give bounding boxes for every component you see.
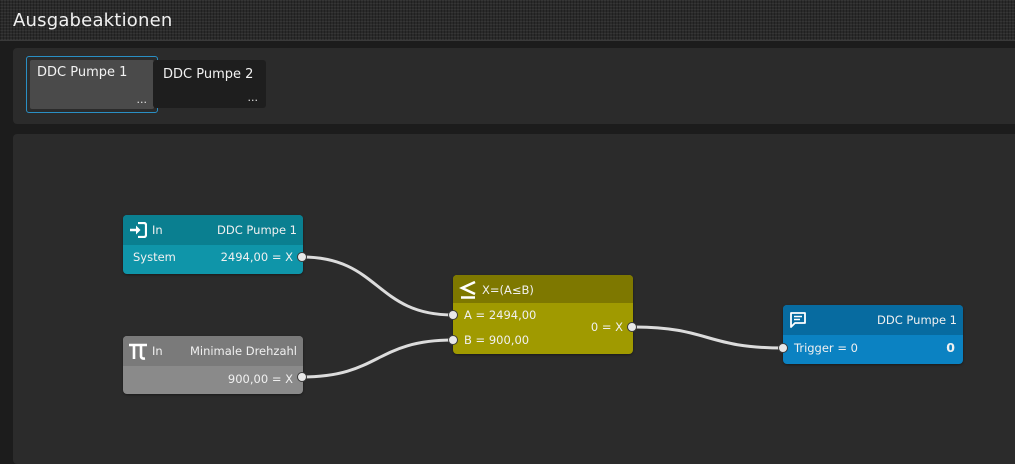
trigger-label: Trigger = 0 [794,341,858,355]
tab-more-button[interactable]: ... [247,91,259,104]
tab-ddc-pumpe-2[interactable]: DDC Pumpe 2 ... [153,60,266,108]
page-title: Ausgabeaktionen [13,10,173,31]
sign-in-icon [130,222,147,238]
node-title: DDC Pumpe 1 [877,313,957,327]
wire-compare-to-trigger[interactable] [631,325,784,350]
node-body: Trigger = 0 0 [783,335,963,364]
node-row-label: System [133,250,176,264]
tab-label: DDC Pumpe 2 [163,67,254,82]
node-body: A = 2494,00 B = 900,00 0 = X [453,303,633,354]
page-header: Ausgabeaktionen [0,0,1015,41]
less-equal-icon [459,280,476,299]
tab-ddc-pumpe-1[interactable]: DDC Pumpe 1 ... [26,56,158,113]
output-action-tabs: DDC Pumpe 1 ... DDC Pumpe 2 ... [13,48,1015,124]
compare-node[interactable]: X=(A≤B) A = 2494,00 B = 900,00 0 = X [453,275,633,354]
node-type-label: In [152,223,163,237]
output-value: 0 = X [590,320,623,334]
node-header: In Minimale Drehzahl [123,336,303,366]
trigger-input-port[interactable] [778,343,788,353]
node-title: X=(A≤B) [482,283,534,297]
node-header: DDC Pumpe 1 [783,305,963,335]
node-header: X=(A≤B) [453,275,633,303]
node-title: DDC Pumpe 1 [217,223,297,237]
output-port[interactable] [627,322,637,332]
node-body: 900,00 = X [123,366,303,394]
output-port[interactable] [297,252,307,262]
node-row-value: 2494,00 = X [220,250,293,264]
node-body: System 2494,00 = X [123,245,303,274]
pi-icon [129,343,147,360]
tab-more-button[interactable]: ... [136,93,148,106]
message-icon [790,312,806,328]
input-port-b[interactable] [448,335,458,345]
node-type-label: In [152,344,163,358]
wire-system-to-a[interactable] [301,255,454,317]
output-action-node[interactable]: DDC Pumpe 1 Trigger = 0 0 [783,305,963,364]
tab-label: DDC Pumpe 1 [37,65,128,80]
node-title: Minimale Drehzahl [189,344,297,358]
node-header: In DDC Pumpe 1 [123,215,303,245]
output-state-value: 0 [946,340,955,355]
input-a-value: A = 2494,00 [464,308,537,322]
output-port[interactable] [297,372,307,382]
input-port-a[interactable] [448,310,458,320]
input-node-system[interactable]: In DDC Pumpe 1 System 2494,00 = X [123,215,303,274]
input-node-constant[interactable]: In Minimale Drehzahl 900,00 = X [123,336,303,394]
input-b-value: B = 900,00 [464,333,530,347]
wire-constant-to-b[interactable] [301,338,454,379]
node-row-value: 900,00 = X [227,372,293,386]
